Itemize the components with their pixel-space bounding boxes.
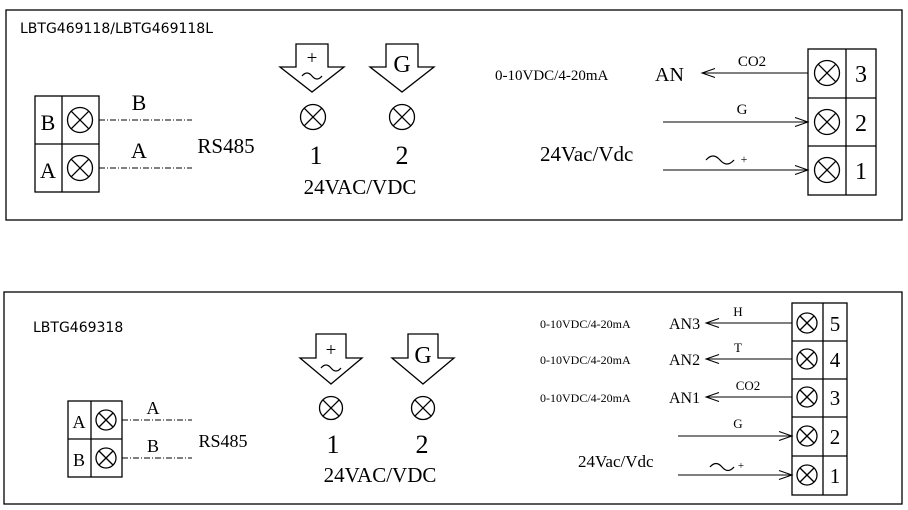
- wire-label-g: G: [733, 416, 742, 431]
- power-terminal-number-1: 1: [310, 141, 323, 170]
- output-name-an3: AN3: [669, 316, 700, 333]
- ac-tilde-icon: [301, 72, 323, 80]
- output-range-label: 0-10VDC/4-20mA: [540, 353, 631, 367]
- wire-label-a: A: [131, 138, 147, 163]
- wire-label-co2: CO2: [736, 378, 761, 393]
- terminal-screw-icon: [66, 106, 94, 134]
- output-range-label: 0-10VDC/4-20mA: [540, 391, 631, 405]
- panel-2-border: [3, 291, 903, 505]
- output-name-an1: AN1: [669, 390, 700, 407]
- terminal-label-a: A: [40, 158, 56, 183]
- supply-label: 24Vac/Vdc: [540, 142, 633, 166]
- terminal-number-3: 3: [855, 62, 867, 88]
- wire-label-g: G: [737, 102, 748, 118]
- rs485-label: RS485: [197, 134, 254, 158]
- terminal-screw-icon: [796, 464, 818, 486]
- output-range-label: 0-10VDC/4-20mA: [540, 317, 631, 331]
- panel-2: LBTG469318 A B A B RS485 + G 1 2: [3, 291, 903, 505]
- power-terminal-number-2: 2: [416, 430, 429, 459]
- panel-1-output-terminal-block: 0-10VDC/4-20mA AN CO2 G 24Vac/Vdc + 3 2 …: [495, 48, 877, 196]
- panel-1-rs485-terminal-block: B A B A RS485: [34, 90, 255, 193]
- wire-label-b: B: [132, 90, 147, 115]
- ac-tilde-icon: [320, 364, 342, 372]
- terminal-number-1: 1: [855, 159, 867, 185]
- supply-label: 24Vac/Vdc: [578, 452, 654, 471]
- output-range-label: 0-10VDC/4-20mA: [495, 68, 608, 84]
- plus-sign: +: [738, 460, 744, 472]
- wire-label-b: B: [147, 436, 159, 456]
- terminal-screw-icon: [66, 154, 94, 182]
- terminal-number-5: 5: [830, 312, 841, 336]
- panel-1-title: LBTG469118/LBTG469118L: [20, 21, 213, 37]
- wire-label-t: T: [734, 340, 742, 355]
- output-name-an2: AN2: [669, 352, 700, 369]
- terminal-screw-icon: [95, 447, 117, 469]
- ground-arrow-icon: [368, 43, 436, 93]
- terminal-screw-icon: [796, 348, 818, 370]
- ac-tilde-icon: [709, 462, 735, 472]
- plus-sign: +: [741, 152, 748, 166]
- terminal-screw-icon: [318, 395, 344, 421]
- ground-symbol: G: [414, 343, 431, 369]
- power-arrow-icon: [278, 43, 346, 93]
- terminal-screw-icon: [796, 386, 818, 408]
- terminal-screw-icon: [388, 103, 416, 131]
- plus-symbol: +: [326, 340, 337, 361]
- terminal-number-2: 2: [830, 425, 841, 449]
- terminal-label-b: B: [41, 110, 56, 135]
- terminal-screw-icon: [796, 312, 818, 334]
- terminal-number-1: 1: [830, 464, 841, 488]
- power-label: 24VAC/VDC: [304, 175, 417, 199]
- panel-2-output-terminal-block: 0-10VDC/4-20mA AN3 H 0-10VDC/4-20mA AN2 …: [540, 302, 848, 496]
- terminal-screw-icon: [95, 409, 117, 431]
- wire-label-a: A: [147, 398, 160, 418]
- panel-1-border: [5, 9, 903, 221]
- terminal-screw-icon: [299, 103, 327, 131]
- terminal-screw-icon: [410, 395, 436, 421]
- panel-2-rs485-terminal-block: A B A B RS485: [67, 398, 248, 478]
- ac-tilde-icon: [705, 155, 735, 165]
- power-terminal-number-2: 2: [396, 141, 409, 170]
- panel-1: LBTG469118/LBTG469118L B A B A RS485 + G: [5, 9, 903, 221]
- terminal-label-a: A: [73, 412, 86, 432]
- terminal-number-2: 2: [855, 111, 867, 137]
- power-terminal-number-1: 1: [327, 430, 340, 459]
- wire-label-h: H: [733, 304, 742, 319]
- terminal-screw-icon: [813, 156, 841, 184]
- terminal-number-4: 4: [830, 348, 841, 372]
- wire-label-co2: CO2: [738, 54, 766, 70]
- terminal-label-b: B: [73, 450, 85, 470]
- plus-symbol: +: [307, 48, 318, 69]
- terminal-screw-icon: [796, 425, 818, 447]
- panel-1-power-terminals: + G 1 2 24VAC/VDC: [278, 43, 436, 199]
- power-label: 24VAC/VDC: [324, 463, 437, 487]
- ground-symbol: G: [393, 52, 410, 78]
- terminal-number-3: 3: [830, 386, 841, 410]
- panel-2-title: LBTG469318: [33, 320, 123, 336]
- panel-2-power-terminals: + G 1 2 24VAC/VDC: [298, 333, 456, 487]
- power-arrow-icon: [298, 333, 364, 385]
- output-name-label: AN: [655, 64, 684, 86]
- ground-arrow-icon: [390, 333, 456, 385]
- rs485-label: RS485: [198, 431, 247, 451]
- terminal-screw-icon: [813, 59, 841, 87]
- terminal-screw-icon: [813, 108, 841, 136]
